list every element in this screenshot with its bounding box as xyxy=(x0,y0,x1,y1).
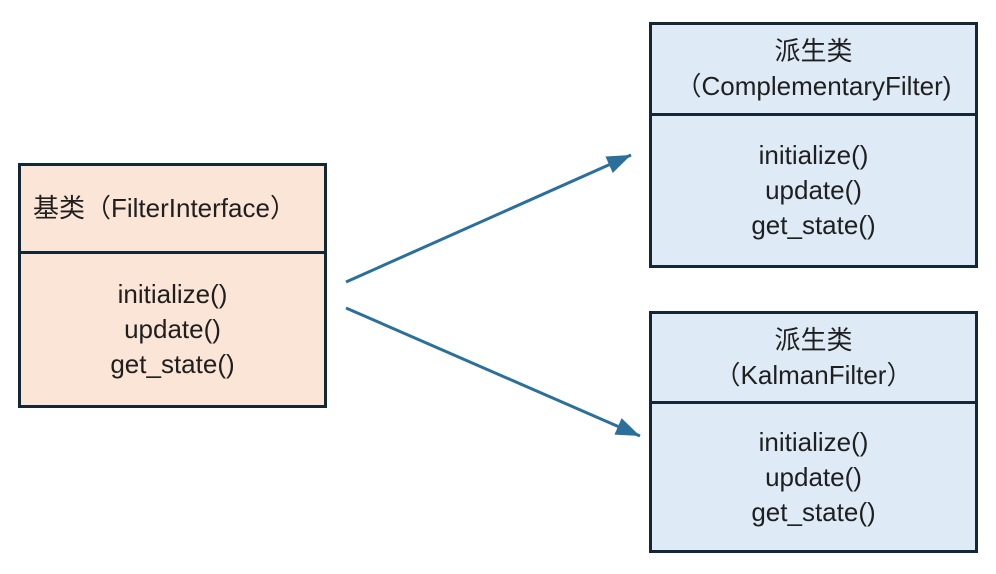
method-get-state: get_state() xyxy=(751,496,876,527)
base-class-box: 基类（FilterInterface） initialize() update(… xyxy=(18,163,327,408)
method-update: update() xyxy=(124,314,221,344)
arrow-to-kalman-filter xyxy=(345,306,641,438)
method-get-state: get_state() xyxy=(751,210,876,240)
derived-class-method-list: initialize() update() get_state() xyxy=(652,116,975,265)
method-update: update() xyxy=(765,175,862,205)
method-initialize: initialize() xyxy=(117,279,228,309)
derived-class-label: 派生类 xyxy=(774,324,853,355)
derived-class-name: （KalmanFilter） xyxy=(714,359,913,390)
derived-class-method-list: initialize() update() get_state() xyxy=(652,404,975,550)
derived-class-name: （ComplementaryFilter) xyxy=(675,71,952,101)
method-initialize: initialize() xyxy=(758,140,869,170)
derived-class-label: 派生类 xyxy=(774,36,853,66)
base-class-method-list: initialize() update() get_state() xyxy=(21,254,324,405)
derived-class-title-kalman: 派生类 （KalmanFilter） xyxy=(652,314,975,404)
method-initialize: initialize() xyxy=(758,426,869,457)
arrow-to-complementary-filter xyxy=(345,153,632,284)
method-get-state: get_state() xyxy=(110,349,235,379)
derived-class-box-kalman-filter: 派生类 （KalmanFilter） initialize() update()… xyxy=(649,311,978,553)
base-class-title: 基类（FilterInterface） xyxy=(21,166,324,254)
base-class-title-text: 基类（FilterInterface） xyxy=(33,193,296,223)
derived-class-box-complementary-filter: 派生类 （ComplementaryFilter) initialize() u… xyxy=(649,22,978,268)
method-update: update() xyxy=(765,461,862,492)
derived-class-title-complementary: 派生类 （ComplementaryFilter) xyxy=(652,25,975,116)
